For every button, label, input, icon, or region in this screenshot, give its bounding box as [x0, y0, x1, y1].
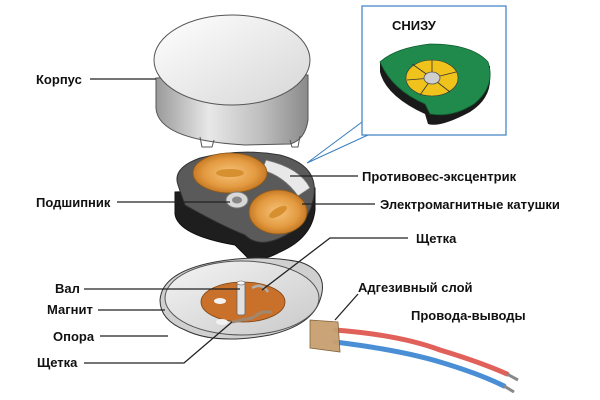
housing-notch: [199, 135, 301, 148]
label-lead-wires: Провода-выводы: [411, 308, 526, 323]
magnet-spot: [214, 298, 226, 304]
adhesive-layer: [309, 319, 341, 353]
label-shaft: Вал: [55, 281, 80, 296]
labels: Корпус Подшипник Противовес-эксцентрик Э…: [36, 72, 560, 370]
inset-bearing: [423, 71, 441, 85]
label-housing: Корпус: [36, 72, 82, 87]
coil-upper-core: [216, 169, 244, 177]
coil-lower-core: [269, 205, 287, 219]
bottom-view-inset: СНИЗУ: [306, 5, 507, 164]
wire-blue: [332, 339, 507, 389]
wire-tip-red: [506, 372, 519, 382]
label-magnet: Магнит: [47, 302, 93, 317]
inset-title: СНИЗУ: [392, 18, 437, 33]
shaft: [236, 282, 246, 316]
housing: [153, 14, 311, 148]
label-brush-bottom: Щетка: [37, 355, 78, 370]
inset-pointer: [306, 121, 369, 164]
brush-lower: [231, 310, 272, 324]
leader-lines: [84, 78, 408, 364]
label-eccentric-weight: Противовес-эксцентрик: [362, 169, 517, 184]
rotor: [174, 151, 316, 260]
shaft-tip: [236, 280, 246, 286]
base-assembly: [159, 257, 323, 340]
lead-wires: [309, 319, 519, 394]
label-bearing: Подшипник: [36, 195, 111, 210]
leader-adhesive: [334, 293, 359, 321]
wire-red: [332, 327, 510, 377]
label-electromagnetic-coils: Электромагнитные катушки: [380, 197, 560, 212]
leader-brush-bottom: [84, 321, 233, 364]
wire-tip-blue: [503, 384, 515, 394]
label-adhesive-layer: Адгезивный слой: [358, 280, 473, 295]
housing-top: [153, 14, 311, 106]
label-base: Опора: [53, 329, 95, 344]
leader-brush-top: [261, 237, 408, 291]
bearing-hole: [232, 196, 242, 204]
brush-upper: [251, 284, 270, 293]
magnet-spot: [216, 319, 228, 325]
label-brush-top: Щетка: [416, 231, 457, 246]
